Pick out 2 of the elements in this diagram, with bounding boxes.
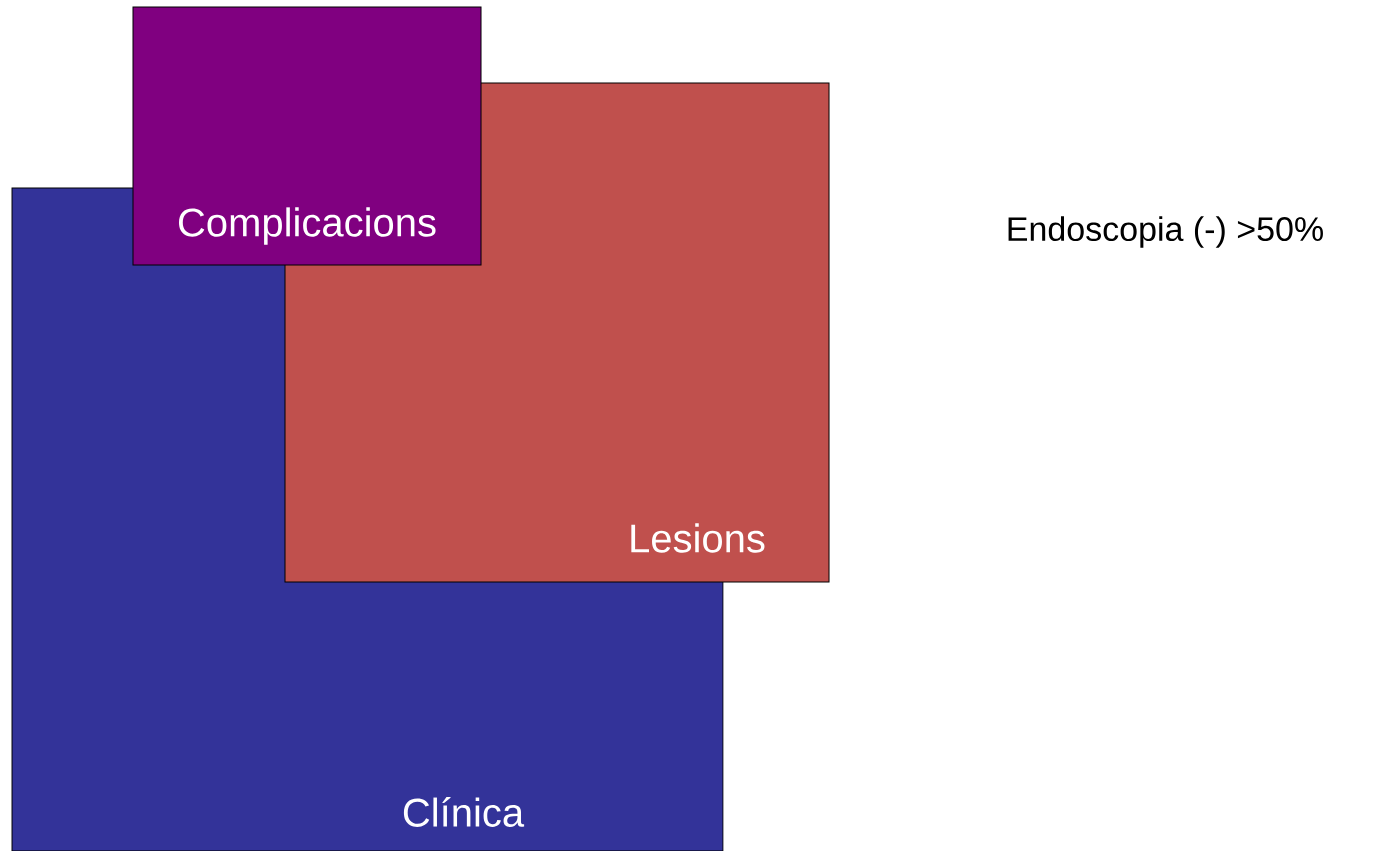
note-text: Endoscopia (-) >50% (1008, 216, 1323, 248)
area-box: Complicacions (132, 6, 482, 266)
